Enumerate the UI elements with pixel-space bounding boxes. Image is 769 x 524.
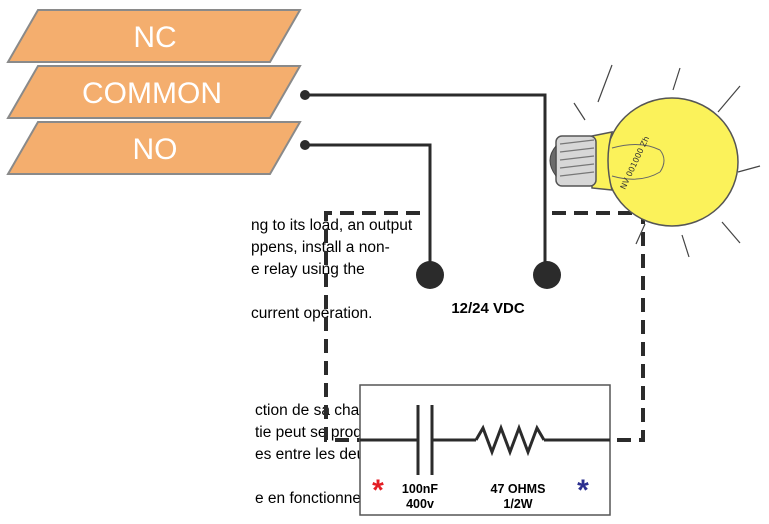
resistor-zigzag: [474, 423, 546, 457]
capacitor-marker: *: [372, 474, 384, 507]
text-line: current operation.: [251, 305, 373, 322]
text-line: ng to its load, an output: [251, 217, 413, 234]
wire-no-to-supply: [305, 143, 432, 270]
text-line: es entre les deux: [255, 446, 374, 463]
instructions-english: ng to its load, an output ppens, install…: [251, 215, 412, 325]
capacitor-rating: 400v: [406, 497, 434, 511]
terminal-common-tag: COMMON: [6, 65, 302, 119]
terminal-dot-no: [300, 140, 310, 150]
resistor-rating: 1/2W: [503, 497, 532, 511]
supply-voltage-label: 12/24 VDC: [451, 300, 525, 317]
resistor-marker: *: [577, 474, 589, 507]
bulb-icon: NV 001000 Zh: [549, 64, 761, 258]
text-line: e relay using the: [251, 261, 365, 278]
terminal-no-tag: NO: [6, 121, 302, 175]
terminal-nc-tag: NC: [6, 9, 302, 63]
terminal-common-label: COMMON: [82, 77, 222, 110]
terminal-nc-label: NC: [133, 21, 176, 54]
wires: [305, 93, 547, 270]
supply-terminal-left: [416, 261, 444, 289]
terminal-no-label: NO: [133, 133, 178, 166]
text-line: ppens, install a non-: [251, 239, 390, 256]
terminal-dot-common: [300, 90, 310, 100]
wire-common-to-bulb: [305, 93, 547, 270]
resistor-value: 47 OHMS: [491, 482, 546, 496]
snubber-box: * 100nF 400v 47 OHMS 1/2W *: [359, 384, 611, 516]
snubber-dashed-lines: [324, 211, 645, 442]
supply-terminal-right: [533, 261, 561, 289]
capacitor-value: 100nF: [402, 482, 438, 496]
